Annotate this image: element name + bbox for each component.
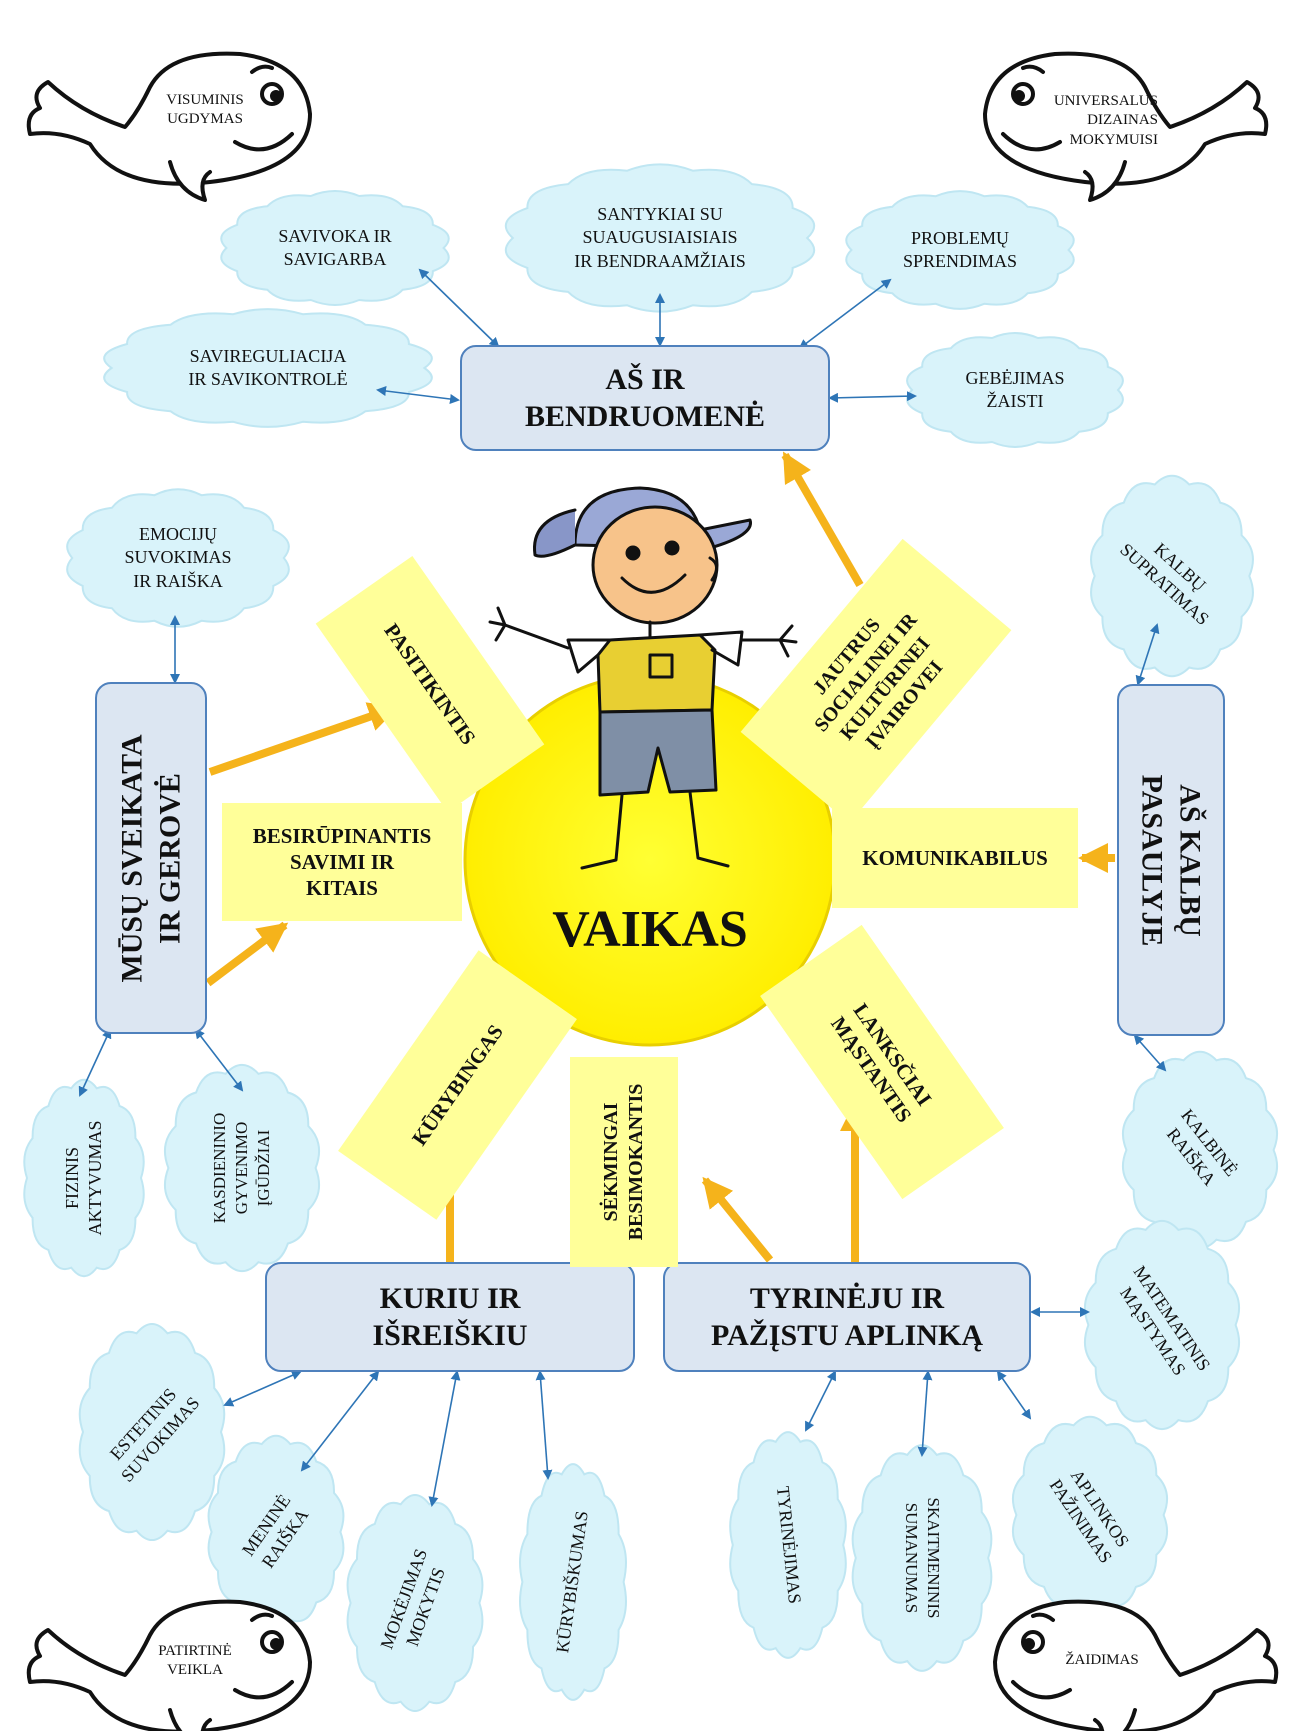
link-environment bbox=[996, 1370, 1032, 1420]
trait-caring: BESIRŪPINANTIS SAVIMI IR KITAIS bbox=[222, 803, 462, 921]
box-community[interactable]: AŠ IR BENDRUOMENĖ bbox=[460, 345, 830, 451]
cloud-math bbox=[1083, 1219, 1241, 1431]
cloud-self-awareness bbox=[220, 190, 450, 306]
cloud-relationships bbox=[504, 163, 816, 313]
trait-learner: SĖKMINGAI BESIMOKANTIS bbox=[570, 1057, 678, 1267]
trait-creative-label: KŪRYBINGAS bbox=[406, 1020, 508, 1150]
cloud-label-relationships: SANTYKIAI SU SUAUGUSIAISIAIS IR BENDRAAM… bbox=[574, 203, 746, 271]
cloud-language-understanding bbox=[1090, 474, 1254, 678]
arrow-health-caring bbox=[205, 921, 289, 987]
link-problem-solving bbox=[798, 278, 892, 350]
center-label: VAIKAS bbox=[552, 901, 748, 959]
whale-bottom-right-icon bbox=[993, 1599, 1279, 1731]
arrow-health-confident bbox=[208, 702, 399, 776]
link-exploration bbox=[805, 1370, 836, 1432]
whale-label-bottom-right: ŽAIDIMAS bbox=[1065, 1652, 1139, 1669]
whale-bottom-left-icon bbox=[26, 1599, 312, 1731]
cloud-play-ability bbox=[906, 332, 1124, 448]
cloud-daily-skills bbox=[163, 1063, 321, 1273]
link-verbal-expression bbox=[1133, 1034, 1167, 1072]
cloud-label-numeracy: SKAITMENINIS SUMANUMAS bbox=[902, 1497, 944, 1619]
cloud-label-self-regulation: SAVIREGULIACIJA IR SAVIKONTROLĖ bbox=[188, 345, 348, 389]
box-languages[interactable]: AŠ KALBŲ PASAULYJE bbox=[1117, 684, 1225, 1036]
link-aesthetic bbox=[223, 1370, 302, 1407]
cloud-physical bbox=[23, 1078, 145, 1278]
cloud-label-emotions: EMOCIJŲ SUVOKIMAS IR RAIŠKA bbox=[124, 523, 232, 591]
whale-label-top-left: VISUMINIS UGDYMAS bbox=[166, 91, 244, 128]
trait-learner-label: SĖKMINGAI BESIMOKANTIS bbox=[600, 1083, 647, 1241]
cloud-emotions bbox=[66, 488, 290, 628]
cloud-label-problem-solving: PROBLEMŲ SPRENDIMAS bbox=[902, 227, 1018, 271]
arrow-community bbox=[781, 451, 864, 587]
trait-communicative: KOMUNIKABILUS bbox=[832, 808, 1078, 908]
link-art bbox=[300, 1370, 380, 1472]
arrow-explore-learner bbox=[701, 1176, 774, 1263]
cloud-label-daily-skills: KASDIENINIO GYVENIMO ĮGŪDŽIAI bbox=[209, 1112, 274, 1224]
cloud-label-physical: FIZINIS AKTYVUMAS bbox=[61, 1120, 105, 1236]
child-figure-icon bbox=[488, 486, 798, 870]
link-play bbox=[828, 391, 917, 403]
cloud-learning-to-learn bbox=[346, 1493, 484, 1713]
cloud-environment bbox=[1011, 1415, 1169, 1615]
cloud-numeracy bbox=[851, 1444, 993, 1672]
cloud-self-regulation bbox=[103, 308, 433, 428]
box-health[interactable]: MŪSŲ SVEIKATA IR GEROVĖ bbox=[95, 682, 207, 1034]
link-numeracy bbox=[917, 1370, 933, 1457]
whale-top-left-icon bbox=[26, 51, 312, 202]
box-health-label: MŪSŲ SVEIKATA IR GEROVĖ bbox=[115, 733, 187, 983]
box-create[interactable]: KURIU IR IŠREIŠKIU bbox=[265, 1262, 635, 1372]
link-creativity bbox=[535, 1370, 553, 1480]
trait-confident-label: PASITIKINTIS bbox=[379, 618, 481, 749]
link-daily-skills bbox=[194, 1028, 244, 1092]
link-language-understanding bbox=[1135, 623, 1160, 686]
whale-label-top-right: UNIVERSALUS DIZAINAS MOKYMUISI bbox=[1053, 92, 1158, 148]
link-self-awareness bbox=[418, 268, 500, 348]
cloud-aesthetic bbox=[78, 1322, 226, 1542]
trait-flexible-label: LANKSČIAI MĄSTANTIS bbox=[826, 998, 937, 1127]
whale-label-bottom-left: PATIRTINĖ VEIKLA bbox=[158, 1642, 232, 1679]
cloud-exploration bbox=[729, 1431, 847, 1659]
cloud-label-self-awareness: SAVIVOKA IR SAVIGARBA bbox=[278, 225, 392, 269]
cloud-problem-solving bbox=[845, 190, 1075, 310]
cloud-verbal-expression bbox=[1121, 1050, 1279, 1250]
link-physical bbox=[78, 1028, 112, 1097]
link-learning bbox=[428, 1370, 461, 1507]
cloud-creativity bbox=[519, 1463, 627, 1701]
cloud-label-play-ability: GEBĖJIMAS ŽAISTI bbox=[965, 367, 1065, 411]
whale-top-right-icon bbox=[983, 51, 1269, 202]
box-explore[interactable]: TYRINĖJU IR PAŽĮSTU APLINKĄ bbox=[663, 1262, 1031, 1372]
box-languages-label: AŠ KALBŲ PASAULYJE bbox=[1136, 774, 1207, 946]
link-self-regulation bbox=[376, 386, 460, 404]
